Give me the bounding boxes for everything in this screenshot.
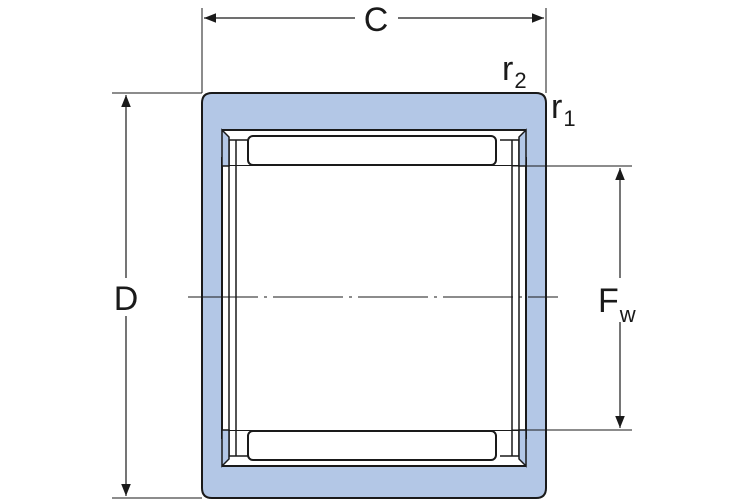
dimension-c — [201, 8, 547, 93]
bottom-needle-roller — [247, 430, 497, 461]
dimension-d — [112, 92, 202, 499]
right-cage — [500, 128, 527, 468]
bore-area — [222, 166, 526, 430]
label-d: D — [114, 280, 139, 318]
left-cage — [221, 128, 248, 468]
label-c: C — [364, 1, 389, 39]
dimension-fw — [512, 165, 632, 431]
label-r1: r1 — [551, 88, 576, 131]
label-fw: Fw — [598, 282, 636, 327]
label-r2: r2 — [502, 50, 527, 93]
top-needle-roller — [247, 135, 497, 166]
